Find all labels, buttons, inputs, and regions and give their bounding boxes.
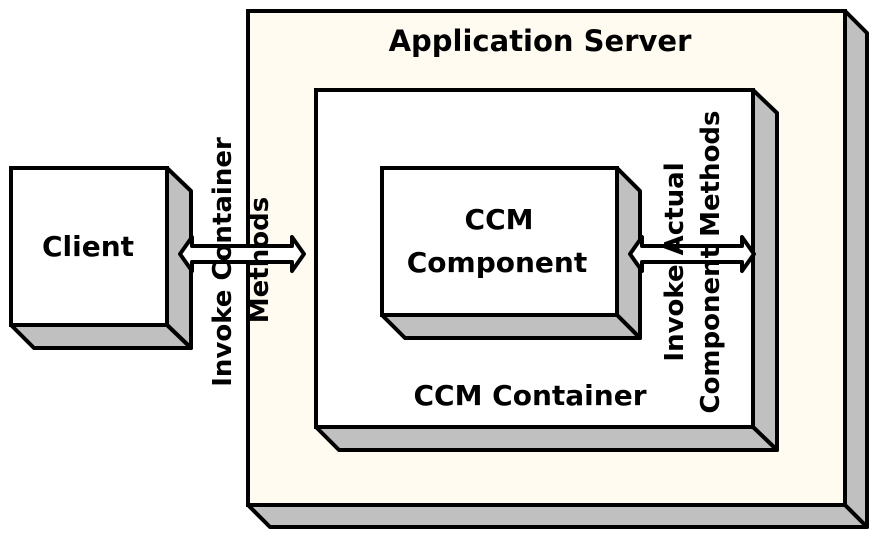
invoke-container-label-line2: Methods xyxy=(245,197,275,323)
invoke-actual-label-line2: Component Methods xyxy=(696,110,726,413)
invoke-actual-label-line1: Invoke Actual xyxy=(660,162,690,361)
client-label: Client xyxy=(42,230,134,263)
client-container-arrow: Invoke Container Methods xyxy=(178,137,306,387)
container-component-arrow: Invoke Actual Component Methods xyxy=(628,110,756,414)
client-box: Client xyxy=(9,166,193,350)
ccm-component-label-line2: Component xyxy=(407,246,587,279)
application-server-label: Application Server xyxy=(389,24,692,58)
ccm-component-label-line1: CCM xyxy=(465,203,534,236)
ccm-component-box: CCM Component xyxy=(380,166,642,340)
invoke-container-label-line1: Invoke Container xyxy=(208,137,238,387)
ccm-container-label: CCM Container xyxy=(413,379,646,412)
